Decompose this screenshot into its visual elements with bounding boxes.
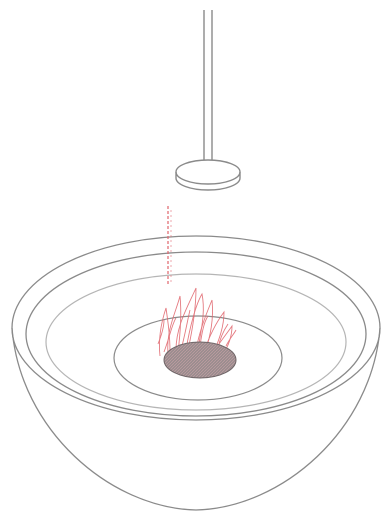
glowing-ember-icon	[164, 342, 236, 378]
floating-disc-icon	[176, 160, 240, 190]
descending-beam-icon	[168, 206, 171, 284]
vertical-rod-icon	[204, 10, 212, 172]
